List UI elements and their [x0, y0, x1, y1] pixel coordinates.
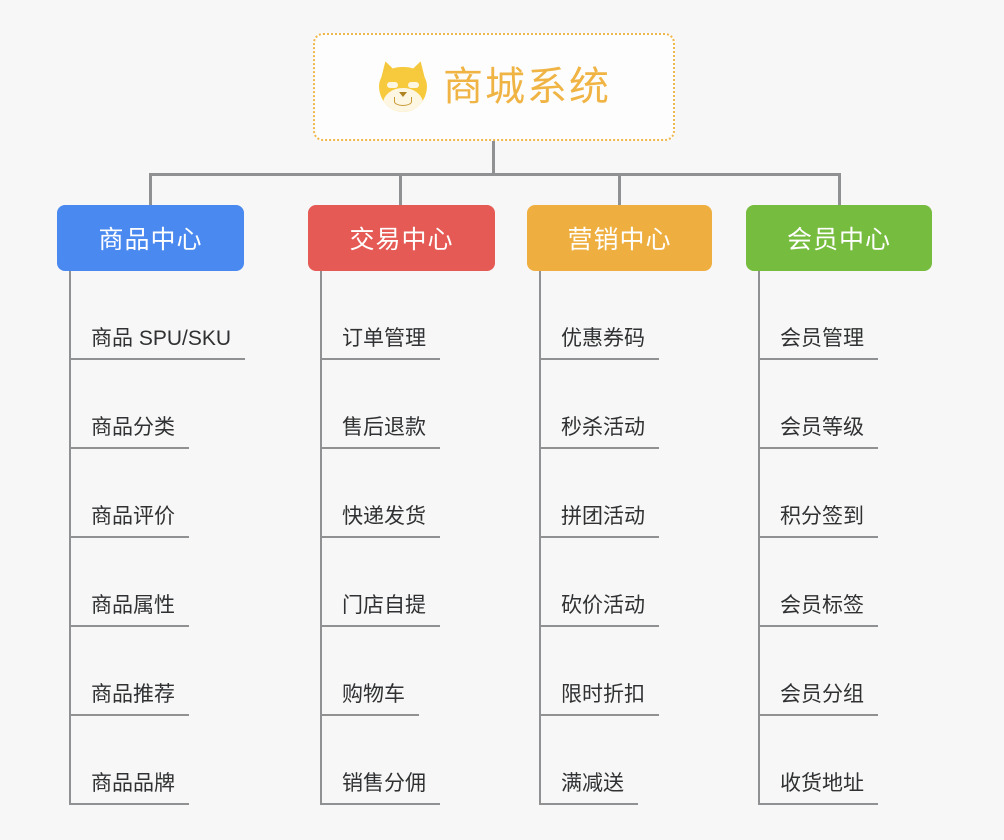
- leaf-label: 商品属性: [91, 593, 175, 617]
- leaf-item[interactable]: 快递发货: [320, 449, 495, 538]
- leaf-item[interactable]: 商品 SPU/SKU: [69, 271, 246, 360]
- connector-horizontal-bar: [149, 173, 841, 176]
- leaf-item[interactable]: 优惠券码: [539, 271, 712, 360]
- shiba-mouth: [394, 97, 412, 106]
- leaf-label: 会员管理: [780, 326, 864, 350]
- root-node[interactable]: 商城系统: [313, 33, 675, 141]
- root-title: 商城系统: [443, 65, 611, 109]
- leaf-item[interactable]: 商品分类: [69, 360, 244, 449]
- leaf-item[interactable]: 会员分组: [758, 627, 932, 716]
- leaf-item[interactable]: 售后退款: [320, 360, 495, 449]
- leaf-item[interactable]: 会员标签: [758, 538, 932, 627]
- leaf-spine-1: [69, 271, 71, 805]
- leaf-label: 商品评价: [91, 504, 175, 528]
- connector-root-stem: [492, 141, 495, 176]
- leaf-item[interactable]: 门店自提: [320, 538, 495, 627]
- leaf-label: 拼团活动: [561, 504, 645, 528]
- branch-header-4[interactable]: 会员中心: [746, 205, 932, 271]
- leaf-item[interactable]: 满减送: [539, 716, 712, 805]
- leaf-item[interactable]: 会员管理: [758, 271, 932, 360]
- leaf-item[interactable]: 积分签到: [758, 449, 932, 538]
- leaf-list-2: 订单管理 售后退款 快递发货 门店自提 购物车 销售分佣: [308, 271, 495, 805]
- connector-drop-2: [399, 173, 402, 207]
- leaf-item[interactable]: 会员等级: [758, 360, 932, 449]
- shiba-head: [379, 67, 427, 112]
- leaf-label: 秒杀活动: [561, 415, 645, 439]
- leaf-item[interactable]: 购物车: [320, 627, 495, 716]
- leaf-item[interactable]: 秒杀活动: [539, 360, 712, 449]
- leaf-item[interactable]: 商品品牌: [69, 716, 244, 805]
- connector-drop-1: [149, 173, 152, 207]
- branch-营销中心: 营销中心 优惠券码 秒杀活动 拼团活动 砍价活动 限时折扣 满减送: [527, 205, 712, 805]
- leaf-spine-2: [320, 271, 322, 805]
- leaf-label: 限时折扣: [561, 682, 645, 706]
- leaf-list-1: 商品 SPU/SKU 商品分类 商品评价 商品属性 商品推荐 商品品牌: [57, 271, 246, 805]
- leaf-label: 售后退款: [342, 415, 426, 439]
- leaf-label: 商品 SPU/SKU: [91, 326, 232, 350]
- shiba-eye-right: [408, 82, 419, 88]
- leaf-item[interactable]: 限时折扣: [539, 627, 712, 716]
- leaf-label: 销售分佣: [342, 771, 426, 795]
- branch-header-2[interactable]: 交易中心: [308, 205, 495, 271]
- branch-header-3[interactable]: 营销中心: [527, 205, 712, 271]
- branch-交易中心: 交易中心 订单管理 售后退款 快递发货 门店自提 购物车 销售分佣: [308, 205, 495, 805]
- leaf-label: 购物车: [342, 682, 405, 706]
- leaf-spine-4: [758, 271, 760, 805]
- leaf-label: 商品品牌: [91, 771, 175, 795]
- leaf-item[interactable]: 销售分佣: [320, 716, 495, 805]
- branch-header-1[interactable]: 商品中心: [57, 205, 244, 271]
- leaf-label: 商品推荐: [91, 682, 175, 706]
- leaf-item[interactable]: 商品属性: [69, 538, 244, 627]
- leaf-item[interactable]: 砍价活动: [539, 538, 712, 627]
- leaf-label: 收货地址: [780, 771, 864, 795]
- leaf-item[interactable]: 商品推荐: [69, 627, 244, 716]
- branch-会员中心: 会员中心 会员管理 会员等级 积分签到 会员标签 会员分组 收货地址: [746, 205, 932, 805]
- leaf-item[interactable]: 收货地址: [758, 716, 932, 805]
- leaf-label: 优惠券码: [561, 326, 645, 350]
- leaf-item[interactable]: 订单管理: [320, 271, 495, 360]
- leaf-label: 订单管理: [342, 326, 426, 350]
- leaf-label: 会员标签: [780, 593, 864, 617]
- leaf-label: 会员分组: [780, 682, 864, 706]
- shiba-eye-left: [387, 82, 398, 88]
- leaf-label: 砍价活动: [561, 593, 645, 617]
- branch-商品中心: 商品中心 商品 SPU/SKU 商品分类 商品评价 商品属性 商品推荐 商品品牌: [57, 205, 246, 805]
- leaf-list-3: 优惠券码 秒杀活动 拼团活动 砍价活动 限时折扣 满减送: [527, 271, 712, 805]
- leaf-label: 积分签到: [780, 504, 864, 528]
- connector-drop-3: [618, 173, 621, 207]
- leaf-label: 会员等级: [780, 415, 864, 439]
- leaf-item[interactable]: 拼团活动: [539, 449, 712, 538]
- shiba-inu-face-icon: [374, 58, 432, 113]
- leaf-label: 快递发货: [342, 504, 426, 528]
- leaf-label: 门店自提: [342, 593, 426, 617]
- leaf-label: 商品分类: [91, 415, 175, 439]
- shiba-nose: [399, 92, 407, 97]
- leaf-spine-3: [539, 271, 541, 805]
- connector-drop-4: [838, 173, 841, 207]
- leaf-item[interactable]: 商品评价: [69, 449, 244, 538]
- leaf-label: 满减送: [561, 771, 624, 795]
- leaf-list-4: 会员管理 会员等级 积分签到 会员标签 会员分组 收货地址: [746, 271, 932, 805]
